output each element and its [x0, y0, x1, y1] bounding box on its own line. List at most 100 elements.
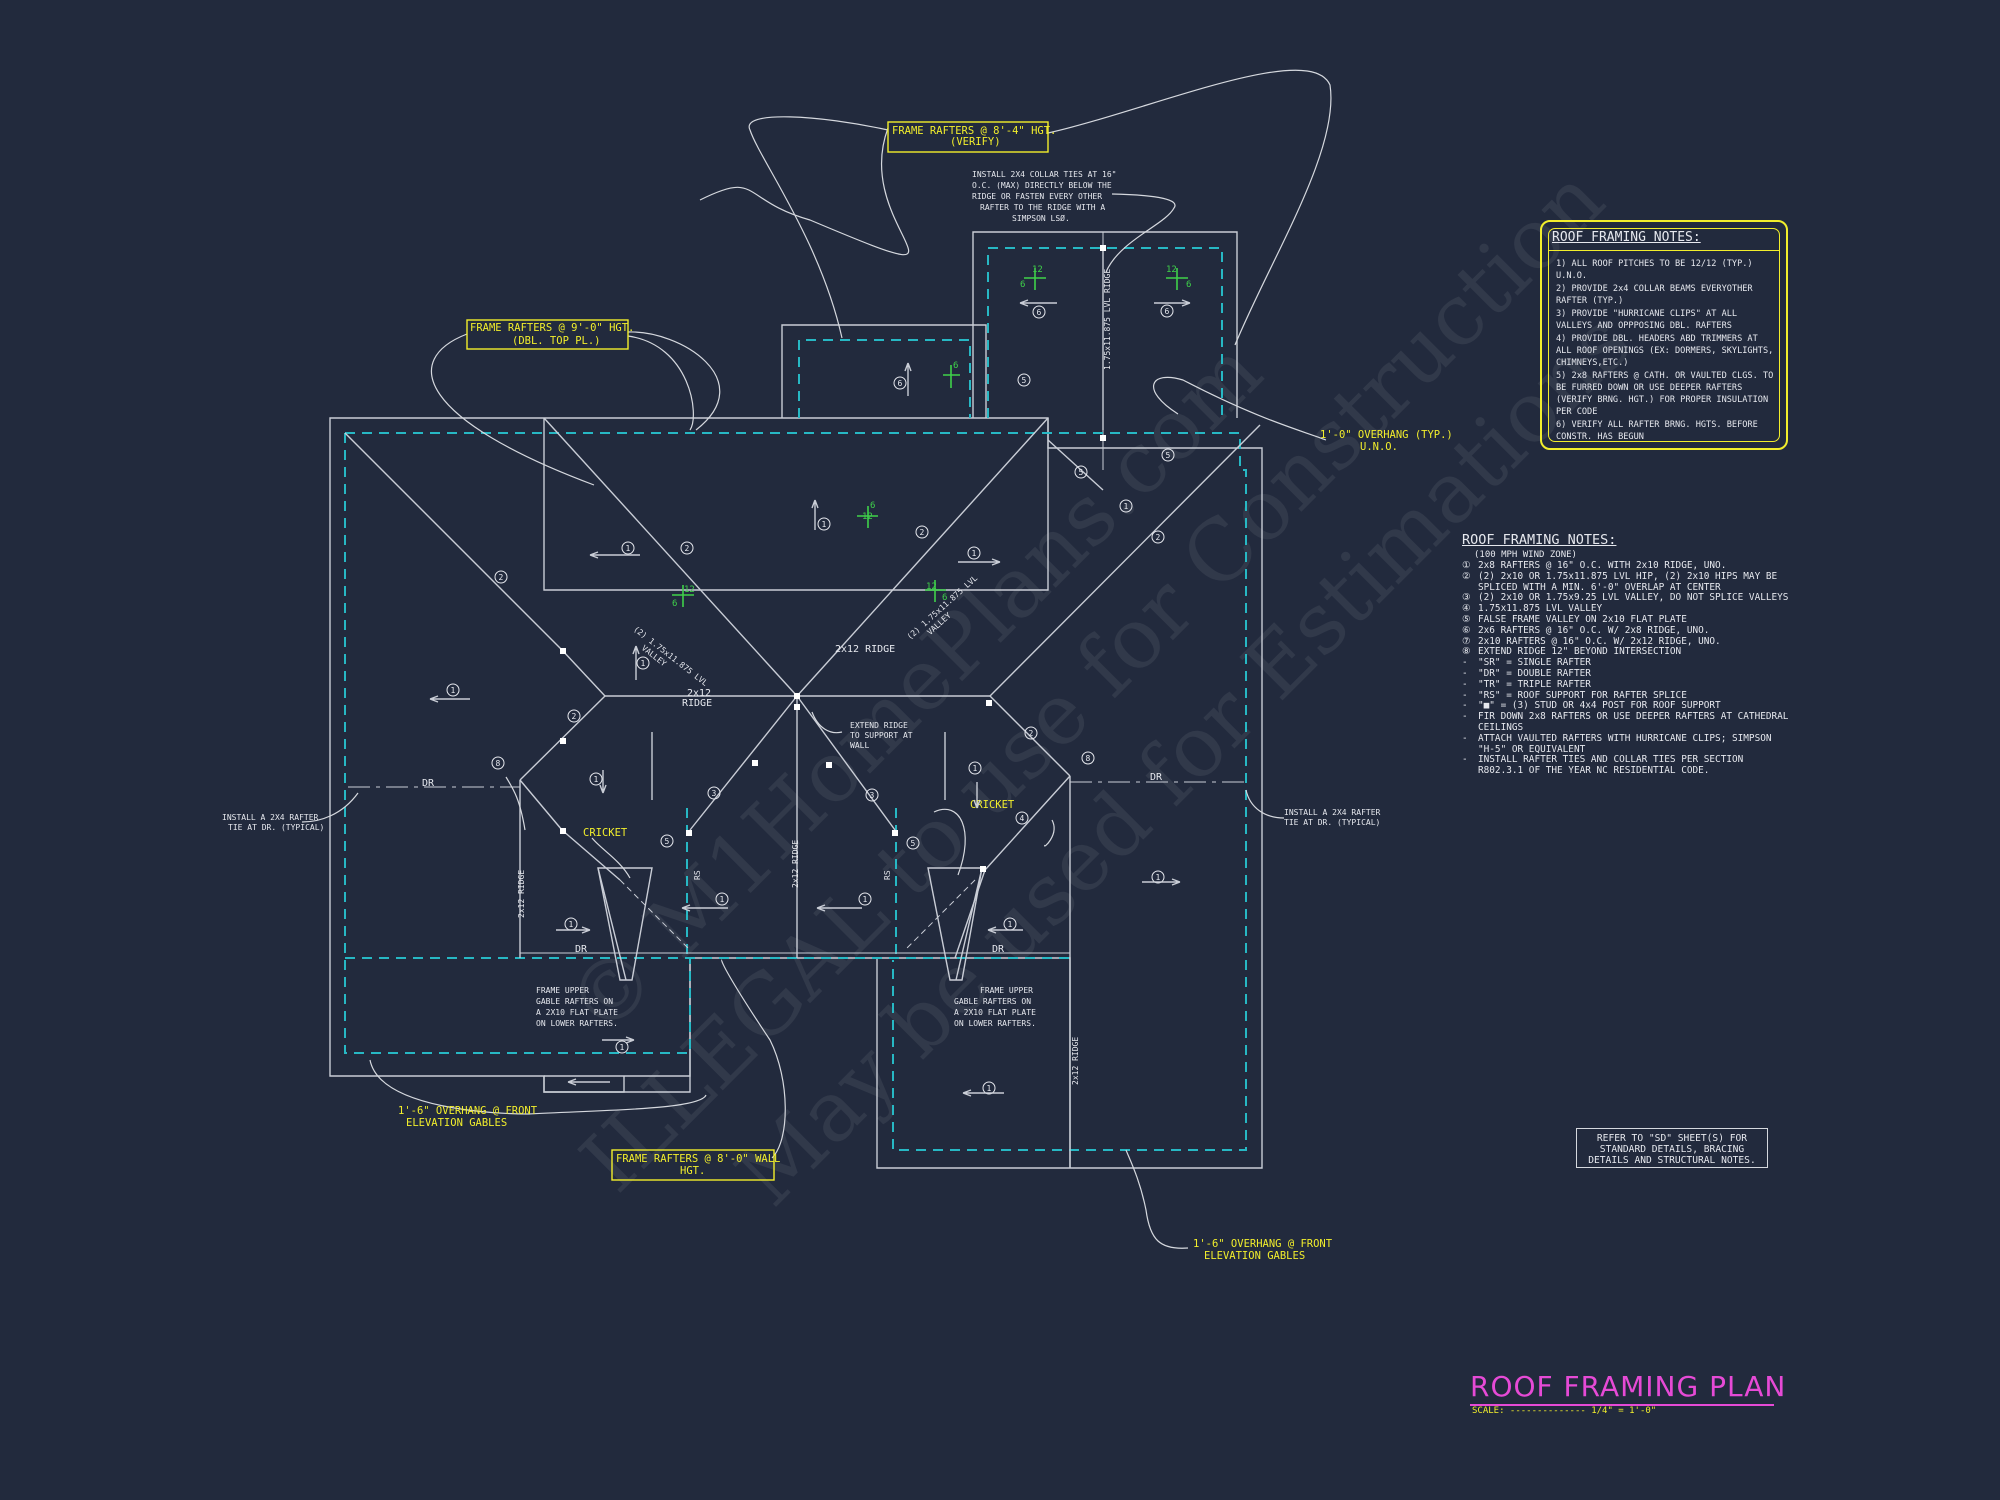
svg-text:5: 5	[1079, 468, 1084, 477]
callout-overhang-front-left: 1'-6" OVERHANG @ FRONT ELEVATION GABLES	[398, 1105, 538, 1129]
list-item: -FIR DOWN 2x8 RAFTERS OR USE DEEPER RAFT…	[1462, 711, 1789, 733]
dr-label-cricket-right: DR	[992, 944, 1005, 955]
callout-extend-ridge: EXTEND RIDGE TO SUPPORT AT WALL	[850, 721, 913, 750]
framing-members	[344, 248, 1261, 1168]
svg-text:12: 12	[862, 512, 873, 522]
svg-text:A 2X10 FLAT PLATE: A 2X10 FLAT PLATE	[536, 1008, 618, 1017]
svg-text:INSTALL 2X4 COLLAR TIES AT 16": INSTALL 2X4 COLLAR TIES AT 16"	[972, 170, 1117, 179]
marker: 5	[1017, 373, 1031, 387]
svg-text:2: 2	[920, 528, 925, 537]
callout-gable-left: FRAME UPPER GABLE RAFTERS ON A 2X10 FLAT…	[536, 986, 618, 1028]
marker: 4	[1015, 811, 1029, 825]
svg-text:1: 1	[1008, 920, 1013, 929]
callout-overhang-typ: 1'-0" OVERHANG (TYP.) U.N.O.	[1320, 429, 1453, 453]
svg-text:O.C. (MAX) DIRECTLY BELOW THE: O.C. (MAX) DIRECTLY BELOW THE	[972, 181, 1112, 190]
marker: 1	[615, 1040, 629, 1054]
marker: 2	[1151, 530, 1165, 544]
list-item: 5) 2x8 RAFTERS @ CATH. OR VAULTED CLGS. …	[1556, 371, 1774, 417]
svg-text:6: 6	[898, 379, 903, 388]
marker: 1	[446, 683, 460, 697]
watermark-line-1: © M1HomePlans.com	[548, 322, 1281, 1055]
svg-text:1: 1	[863, 895, 868, 904]
marker: 8	[1081, 751, 1095, 765]
svg-text:8: 8	[1086, 754, 1091, 763]
ridge-label-2x12-ridge: 2x12 RIDGE	[835, 644, 895, 655]
marker: 1	[967, 546, 981, 560]
list-item: -"DR" = DOUBLE RAFTER	[1462, 667, 1591, 679]
svg-text:FRAME UPPER: FRAME UPPER	[980, 986, 1033, 995]
svg-text:1: 1	[972, 549, 977, 558]
roof-framing-notes-box: ROOF FRAMING NOTES: 1) ALL ROOF PITCHES …	[1540, 220, 1788, 450]
svg-text:1: 1	[641, 659, 646, 668]
svg-text:1: 1	[451, 686, 456, 695]
list-item: -INSTALL RAFTER TIES AND COLLAR TIES PER…	[1462, 754, 1744, 777]
list-item: -ATTACH VAULTED RAFTERS WITH HURRICANE C…	[1462, 732, 1772, 755]
callout-gable-right: FRAME UPPER GABLE RAFTERS ON A 2X10 FLAT…	[954, 986, 1036, 1028]
overhang-line	[344, 247, 1247, 1151]
marker: 1	[968, 761, 982, 775]
svg-text:1'-6" OVERHANG @ FRONT: 1'-6" OVERHANG @ FRONT	[1193, 1238, 1333, 1250]
list-item: ②(2) 2x10 OR 1.75x11.875 LVL HIP, (2) 2x…	[1462, 570, 1778, 593]
roof-framing-notes-list: ROOF FRAMING NOTES: (100 MPH WIND ZONE) …	[1462, 532, 1792, 777]
plan-title-underline	[1470, 1404, 1774, 1406]
svg-text:12: 12	[684, 585, 695, 595]
svg-text:1'-6" OVERHANG @ FRONT: 1'-6" OVERHANG @ FRONT	[398, 1105, 538, 1117]
pitch-symbol: 126	[925, 580, 947, 603]
marker: 1	[621, 541, 635, 555]
pitch-symbol: 126	[672, 585, 695, 609]
pitch-symbol: 126	[1166, 265, 1191, 290]
marker: 5	[1161, 448, 1175, 462]
svg-text:GABLE RAFTERS ON: GABLE RAFTERS ON	[954, 997, 1031, 1006]
svg-text:ON LOWER RAFTERS.: ON LOWER RAFTERS.	[536, 1019, 618, 1028]
svg-text:ELEVATION GABLES: ELEVATION GABLES	[406, 1117, 507, 1129]
valley-label-left-1: (2) 1.75x11.875 LVL	[632, 624, 710, 688]
notes-list-subtitle: (100 MPH WIND ZONE)	[1474, 550, 1577, 560]
svg-text:SIMPSON LSØ.: SIMPSON LSØ.	[1012, 213, 1070, 223]
svg-text:6: 6	[1186, 280, 1191, 290]
callout-frame-9-0: FRAME RAFTERS @ 9'-0" HGT. (DBL. TOP PL.…	[466, 319, 634, 350]
marker: 6	[1160, 304, 1174, 318]
notes-box-divider	[1548, 250, 1780, 251]
list-item: -"TR" = TRIPLE RAFTER	[1462, 678, 1591, 690]
list-item: 2) PROVIDE 2x4 COLLAR BEAMS EVERYOTHER R…	[1556, 284, 1753, 306]
svg-text:1: 1	[626, 544, 631, 553]
cricket-label-right: CRICKET	[970, 799, 1015, 811]
svg-text:8: 8	[496, 759, 501, 768]
marker: 3	[707, 786, 721, 800]
svg-text:5: 5	[1166, 451, 1171, 460]
list-item: ③(2) 2x10 OR 1.75x9.25 LVL VALLEY, DO NO…	[1462, 592, 1789, 604]
dr-label-left: DR	[422, 778, 435, 789]
svg-text:WALL: WALL	[850, 741, 869, 750]
svg-text:RIDGE OR FASTEN EVERY OTHER: RIDGE OR FASTEN EVERY OTHER	[972, 192, 1102, 201]
svg-text:(DBL. TOP PL.): (DBL. TOP PL.)	[512, 335, 601, 347]
callout-collar-ties: INSTALL 2X4 COLLAR TIES AT 16" O.C. (MAX…	[972, 170, 1117, 223]
rs-label-left: RS	[693, 870, 702, 880]
svg-text:6: 6	[953, 361, 958, 371]
dr-label-right: DR	[1150, 772, 1163, 783]
lvl-ridge-vert: 1.75x11.875 LVL RIDGE	[1103, 269, 1112, 370]
svg-text:FRAME UPPER: FRAME UPPER	[536, 986, 589, 995]
marker: 1	[589, 772, 603, 786]
svg-text:6: 6	[870, 501, 875, 511]
marker: 5	[906, 836, 920, 850]
marker: 6	[1032, 305, 1046, 319]
marker: 8	[491, 756, 505, 770]
notes-box-inner-border	[1548, 228, 1780, 442]
svg-text:1: 1	[620, 1043, 625, 1052]
marker: 2	[567, 709, 581, 723]
callout-rafter-tie-right: INSTALL A 2X4 RAFTER TIE AT DR. (TYPICAL…	[1284, 808, 1381, 827]
marker: 1	[715, 892, 729, 906]
marker: 1	[564, 917, 578, 931]
svg-text:3: 3	[870, 791, 875, 800]
svg-text:ON LOWER RAFTERS.: ON LOWER RAFTERS.	[954, 1019, 1036, 1028]
svg-text:ELEVATION GABLES: ELEVATION GABLES	[1204, 1250, 1305, 1262]
dr-label-cricket-left: DR	[575, 944, 588, 955]
svg-text:INSTALL A 2X4 RAFTER: INSTALL A 2X4 RAFTER	[1284, 808, 1381, 817]
